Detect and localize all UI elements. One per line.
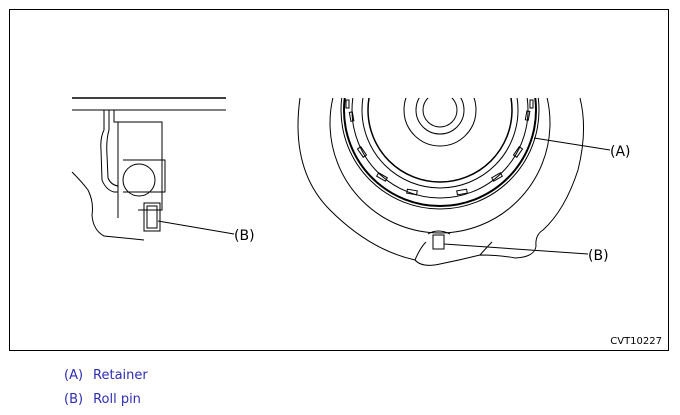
end-view: [297, 97, 611, 266]
legend-key: (A): [64, 368, 84, 383]
legend-key: (B): [64, 392, 84, 407]
cross-section-view: [71, 97, 235, 241]
legend-label: Roll pin: [93, 392, 141, 407]
legend-label: Retainer: [93, 368, 148, 383]
callout-left-b: (B): [234, 228, 255, 244]
figure-frame: (B) (A) (B) CVT10227: [9, 9, 669, 351]
callout-right-a: (A): [610, 144, 631, 160]
callout-right-b: (B): [588, 248, 609, 264]
legend-item-retainer: (A) Retainer: [64, 364, 148, 388]
legend: (A) Retainer (B) Roll pin: [64, 364, 148, 412]
figure-code: CVT10227: [610, 336, 662, 347]
legend-item-roll-pin: (B) Roll pin: [64, 388, 148, 412]
diagram-drawing: (B) (A) (B): [71, 97, 631, 266]
